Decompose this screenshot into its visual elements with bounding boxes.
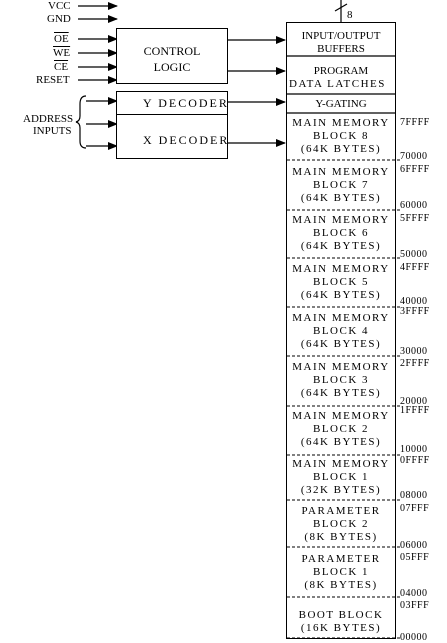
memory-block-2-l2: BLOCK 7	[312, 179, 370, 191]
we-label: WE	[53, 47, 71, 59]
address-label: 08000	[400, 490, 428, 501]
address-label: 5FFFF	[400, 213, 430, 224]
address-label: 6FFFF	[400, 164, 430, 175]
y-decoder-label: Y DECODER	[143, 96, 229, 110]
control-logic-label-2: LOGIC	[153, 60, 191, 74]
memory-block-11-l2: (16K BYTES)	[300, 622, 382, 634]
memory-block-6-l2: BLOCK 3	[312, 374, 370, 386]
gnd-label: GND	[47, 13, 71, 25]
memory-block-9-l2: BLOCK 2	[312, 518, 370, 530]
address-label: 2FFFF	[400, 358, 430, 369]
decoder-divider	[116, 114, 228, 115]
memory-block-1-l3: (64K BYTES)	[300, 143, 382, 155]
memory-block-3-l2: BLOCK 6	[312, 227, 370, 239]
vcc-label: VCC	[48, 0, 71, 12]
address-label: 00000	[400, 632, 428, 643]
memory-block-7-l3: (64K BYTES)	[300, 436, 382, 448]
address-inputs-label-1: ADDRESS	[23, 113, 74, 125]
address-label: 30000	[400, 346, 428, 357]
memory-block-5-l3: (64K BYTES)	[300, 338, 382, 350]
io-buffers-line-2: BUFFERS	[317, 43, 365, 55]
memory-column	[286, 22, 396, 639]
program-latch-line-2: DATA LATCHES	[289, 78, 386, 90]
address-label: 7FFFF	[400, 117, 430, 128]
memory-block-5-l2: BLOCK 4	[312, 325, 370, 337]
address-label: 60000	[400, 200, 428, 211]
memory-block-8-l1: MAIN MEMORY	[292, 458, 390, 470]
address-label: 4FFFF	[400, 262, 430, 273]
memory-block-9-l1: PARAMETER	[301, 505, 381, 517]
memory-block-8-l2: BLOCK 1	[312, 471, 370, 483]
memory-block-3-l3: (64K BYTES)	[300, 240, 382, 252]
address-inputs-label-2: INPUTS	[33, 125, 72, 137]
memory-block-4-l1: MAIN MEMORY	[292, 263, 390, 275]
memory-block-11-l1: BOOT BLOCK	[298, 609, 384, 621]
memory-block-10-l3: (8K BYTES)	[304, 579, 378, 591]
address-label: 04000	[400, 588, 428, 599]
memory-block-9-l3: (8K BYTES)	[304, 531, 378, 543]
address-label: 10000	[400, 444, 428, 455]
address-label: 06000	[400, 540, 428, 551]
address-label: 40000	[400, 296, 428, 307]
bus-width-label: 8	[347, 9, 353, 21]
memory-block-6-l1: MAIN MEMORY	[292, 361, 390, 373]
memory-block-10-l2: BLOCK 1	[312, 566, 370, 578]
io-buffers-line-1: INPUT/OUTPUT	[301, 30, 381, 42]
memory-block-1-l2: BLOCK 8	[312, 130, 370, 142]
address-label: 1FFFF	[400, 405, 430, 416]
y-gating-label: Y-GATING	[315, 98, 367, 110]
decoder-box	[116, 91, 228, 159]
control-logic-label-1: CONTROL	[143, 44, 201, 58]
address-label: 03FFF	[400, 600, 430, 611]
oe-label: OE	[54, 33, 69, 45]
address-label: 3FFFF	[400, 306, 430, 317]
address-label: 70000	[400, 151, 428, 162]
address-label: 20000	[400, 396, 428, 407]
address-label: 07FFF	[400, 503, 430, 514]
memory-block-10-l1: PARAMETER	[301, 553, 381, 565]
program-latch-line-1: PROGRAM	[313, 65, 369, 77]
memory-block-2-l1: MAIN MEMORY	[292, 166, 390, 178]
x-decoder-label: X DECODER	[143, 133, 230, 147]
address-bracket	[75, 95, 87, 149]
memory-block-7-l1: MAIN MEMORY	[292, 410, 390, 422]
address-label: 05FFF	[400, 552, 430, 563]
memory-block-6-l3: (64K BYTES)	[300, 387, 382, 399]
reset-label: RESET	[36, 74, 70, 86]
memory-block-4-l3: (64K BYTES)	[300, 289, 382, 301]
memory-block-4-l2: BLOCK 5	[312, 276, 370, 288]
control-logic-box: CONTROL LOGIC	[116, 28, 228, 84]
memory-block-1-l1: MAIN MEMORY	[292, 117, 390, 129]
ce-label: CE	[54, 61, 69, 73]
memory-block-2-l3: (64K BYTES)	[300, 192, 382, 204]
memory-block-8-l3: (32K BYTES)	[300, 484, 382, 496]
bus-slash	[334, 3, 348, 12]
memory-block-3-l1: MAIN MEMORY	[292, 214, 390, 226]
address-label: 50000	[400, 249, 428, 260]
address-label: 0FFFF	[400, 455, 430, 466]
memory-block-7-l2: BLOCK 2	[312, 423, 370, 435]
memory-block-5-l1: MAIN MEMORY	[292, 312, 390, 324]
